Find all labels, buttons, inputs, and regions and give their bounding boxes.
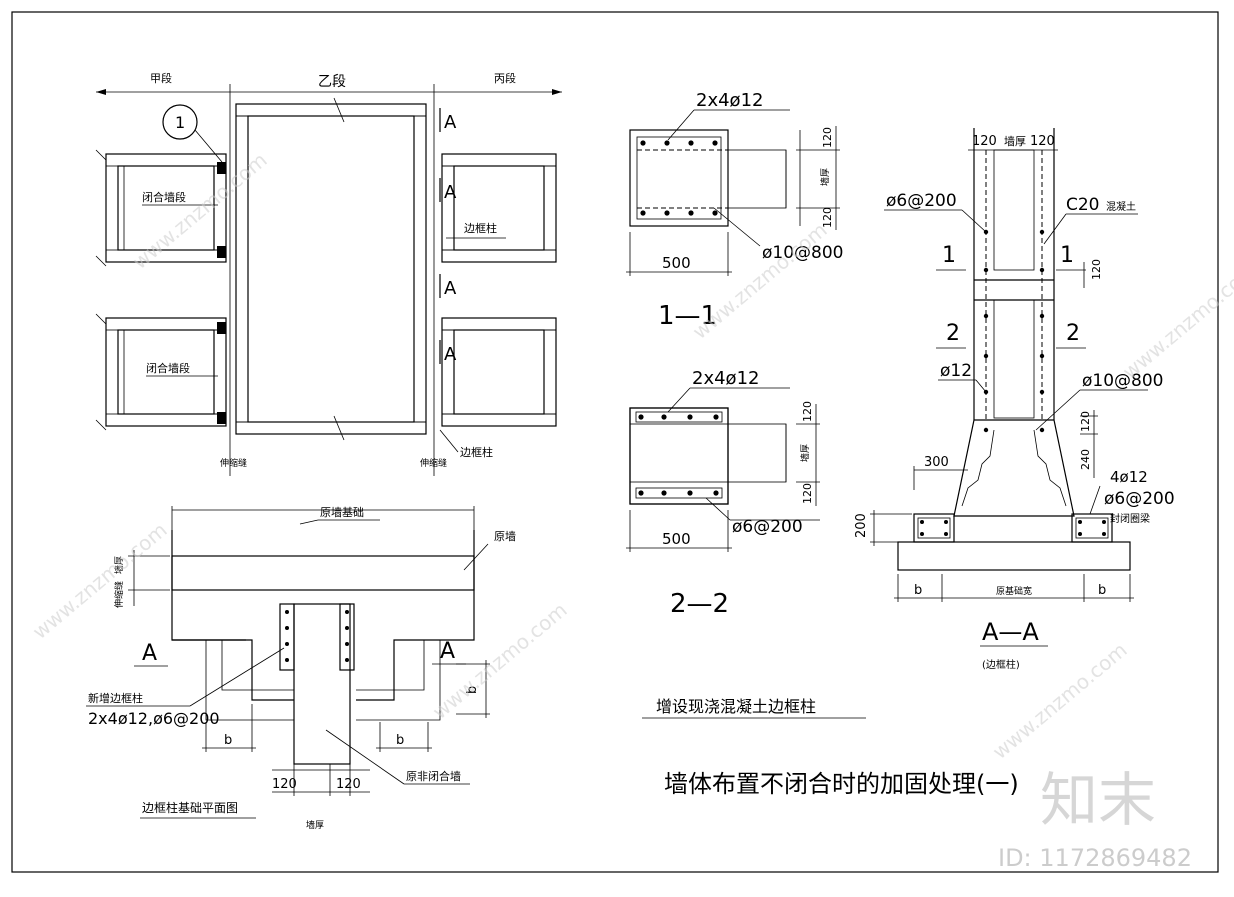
sec11-title: 1—1 <box>658 301 717 331</box>
found-d120-right: 120 <box>336 777 361 792</box>
sec11-wall-thk: 墙厚 <box>819 168 831 186</box>
closed-wall-label-2: 闭合墙段 <box>146 361 190 375</box>
found-wall-thk: 墙厚 <box>113 556 125 574</box>
seg-a-label: 甲段 <box>150 71 172 85</box>
watermark-site-4: www.znzmo.com <box>988 638 1132 764</box>
found-orig-wall: 原墙 <box>494 529 516 543</box>
secaa-b2: b <box>1098 583 1106 598</box>
secaa-concrete-unit: 混凝土 <box>1106 200 1136 213</box>
secaa-d200: 200 <box>854 513 869 538</box>
edge-col-label-1: 边框柱 <box>464 221 497 235</box>
secaa-title: A—A <box>982 618 1039 646</box>
found-title: 边框柱基础平面图 <box>142 800 238 815</box>
found-sec-a-right: A <box>440 639 455 664</box>
section-a-a: 120 墙厚 120 <box>854 128 1175 671</box>
found-joint: 伸缩缝 <box>113 581 125 608</box>
sec11-rebar-dots <box>640 140 718 216</box>
secaa-bar-label: ø12 <box>940 361 972 381</box>
joint-block <box>217 162 226 174</box>
secaa-tie-label: ø10@800 <box>1082 371 1163 391</box>
watermark-id: ID: 1172869482 <box>998 844 1192 872</box>
caption-sub-title: 增设现浇混凝土边框柱 <box>656 697 816 716</box>
joint-label-1: 伸缩缝 <box>220 457 247 469</box>
section-2-2: 2x4ø12 120 墙厚 120 ø6@200 500 2—2 <box>626 368 820 619</box>
secaa-ring-bar: 4ø12 <box>1110 468 1148 486</box>
sec22-title: 2—2 <box>670 589 729 619</box>
sec-a-mark-2: A <box>444 182 457 203</box>
detail-callout-number: 1 <box>175 113 185 132</box>
watermark-site-6: www.znzmo.com <box>1118 258 1234 384</box>
secaa-cut2-right: 2 <box>1066 321 1080 346</box>
secaa-ring-stirrup: ø6@200 <box>1104 489 1175 509</box>
secaa-rebar-dots <box>983 229 1045 433</box>
secaa-orig-width: 原基础宽 <box>996 585 1032 597</box>
joint-label-2: 伸缩缝 <box>420 457 447 469</box>
secaa-subtitle: (边框柱) <box>982 658 1020 671</box>
section-1-1: 2x4ø12 120 墙厚 120 ø10@800 500 1—1 <box>626 90 843 331</box>
drawing-frame <box>11 11 1219 873</box>
secaa-cut1-left: 1 <box>942 243 956 268</box>
secaa-dim-120l: 120 <box>972 134 997 149</box>
sec11-rebar-label: 2x4ø12 <box>696 90 763 111</box>
sec22-dim-120a: 120 <box>801 401 814 422</box>
found-new-col-spec: 2x4ø12,ø6@200 <box>88 709 220 728</box>
sec-a-mark-1: A <box>444 112 457 133</box>
sec22-stirrup-label: ø6@200 <box>732 517 803 537</box>
secaa-b1: b <box>914 583 922 598</box>
sec22-rebar-dots <box>638 414 719 496</box>
secaa-d120-top: 120 <box>1090 259 1103 280</box>
detail-callout-circle <box>162 104 198 140</box>
watermark-site-5: www.znzmo.com <box>688 218 832 344</box>
found-wall-strip <box>171 555 475 591</box>
found-b-left: b <box>224 733 232 748</box>
secaa-wall-thk: 墙厚 <box>1004 134 1026 148</box>
found-new-col: 新增边框柱 <box>88 691 143 705</box>
sec11-dim-120b: 120 <box>821 207 834 228</box>
secaa-ring-beam: 封闭圈梁 <box>1110 512 1150 525</box>
sec11-stirrup-label: ø10@800 <box>762 243 843 263</box>
watermark-brand: 知末 <box>1040 766 1156 834</box>
seg-b-label: 乙段 <box>318 74 346 90</box>
edge-col-label-2: 边框柱 <box>460 445 493 459</box>
found-bottom-thk: 墙厚 <box>306 819 324 831</box>
found-b-vert: b <box>465 686 480 694</box>
wall-plan: 甲段 乙段 丙段 <box>95 71 562 476</box>
found-d120-left: 120 <box>272 777 297 792</box>
seg-c-label: 丙段 <box>494 71 516 85</box>
found-b-right: b <box>396 733 404 748</box>
found-orig-unclosed: 原非闭合墙 <box>406 769 461 783</box>
secaa-d240: 240 <box>1079 449 1092 470</box>
sec-a-mark-3: A <box>444 278 457 299</box>
secaa-dim-120r: 120 <box>1030 134 1055 149</box>
found-sec-a-left: A <box>142 641 157 666</box>
closed-wall-label-1: 闭合墙段 <box>142 190 186 204</box>
secaa-d300: 300 <box>924 455 949 470</box>
found-orig-found: 原墙基础 <box>320 505 364 519</box>
sec22-wall-thk: 墙厚 <box>799 444 811 462</box>
watermark-site-1: www.znzmo.com <box>28 518 172 644</box>
sec22-width: 500 <box>662 530 691 548</box>
sec22-dim-120b: 120 <box>801 483 814 504</box>
room-b-outer <box>235 103 427 435</box>
sec-a-mark-4: A <box>444 344 457 365</box>
foundation-plan: 原墙基础 原墙 墙厚 伸缩缝 A A <box>86 505 516 831</box>
secaa-stirrup-label: ø6@200 <box>886 191 957 211</box>
secaa-concrete-grade: C20 <box>1066 195 1100 215</box>
secaa-cut2-left: 2 <box>946 321 960 346</box>
caption-main-title: 墙体布置不闭合时的加固处理(一) <box>664 770 1019 798</box>
sec11-width: 500 <box>662 254 691 272</box>
secaa-d120-mid: 120 <box>1079 411 1092 432</box>
sec22-rebar-label: 2x4ø12 <box>692 368 759 389</box>
sec11-dim-120a: 120 <box>821 127 834 148</box>
secaa-cut1-right: 1 <box>1060 243 1074 268</box>
